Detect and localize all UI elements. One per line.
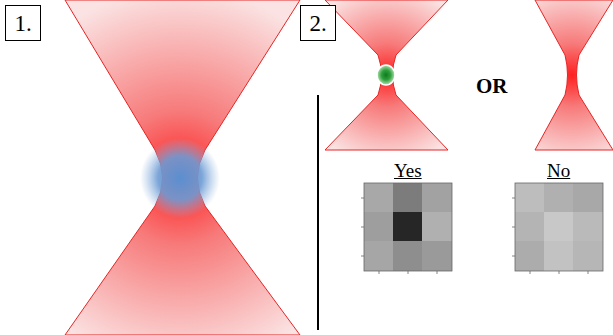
pixel-image — [361, 183, 452, 274]
laser-beam — [535, 0, 613, 150]
laser-beam — [325, 0, 448, 150]
divider-line — [317, 95, 319, 330]
yes-label: Yes — [394, 161, 422, 180]
panel-number-box: 2. — [300, 5, 336, 41]
particle-blob — [140, 138, 220, 218]
pixel-image — [512, 183, 603, 274]
laser-beam — [65, 0, 300, 335]
panel-number-box: 1. — [5, 5, 41, 41]
no-label: No — [547, 161, 570, 180]
panel-number: 2. — [309, 12, 326, 35]
or-label: OR — [476, 76, 508, 97]
trapped-particle — [377, 65, 395, 85]
panel-number: 1. — [14, 12, 31, 35]
